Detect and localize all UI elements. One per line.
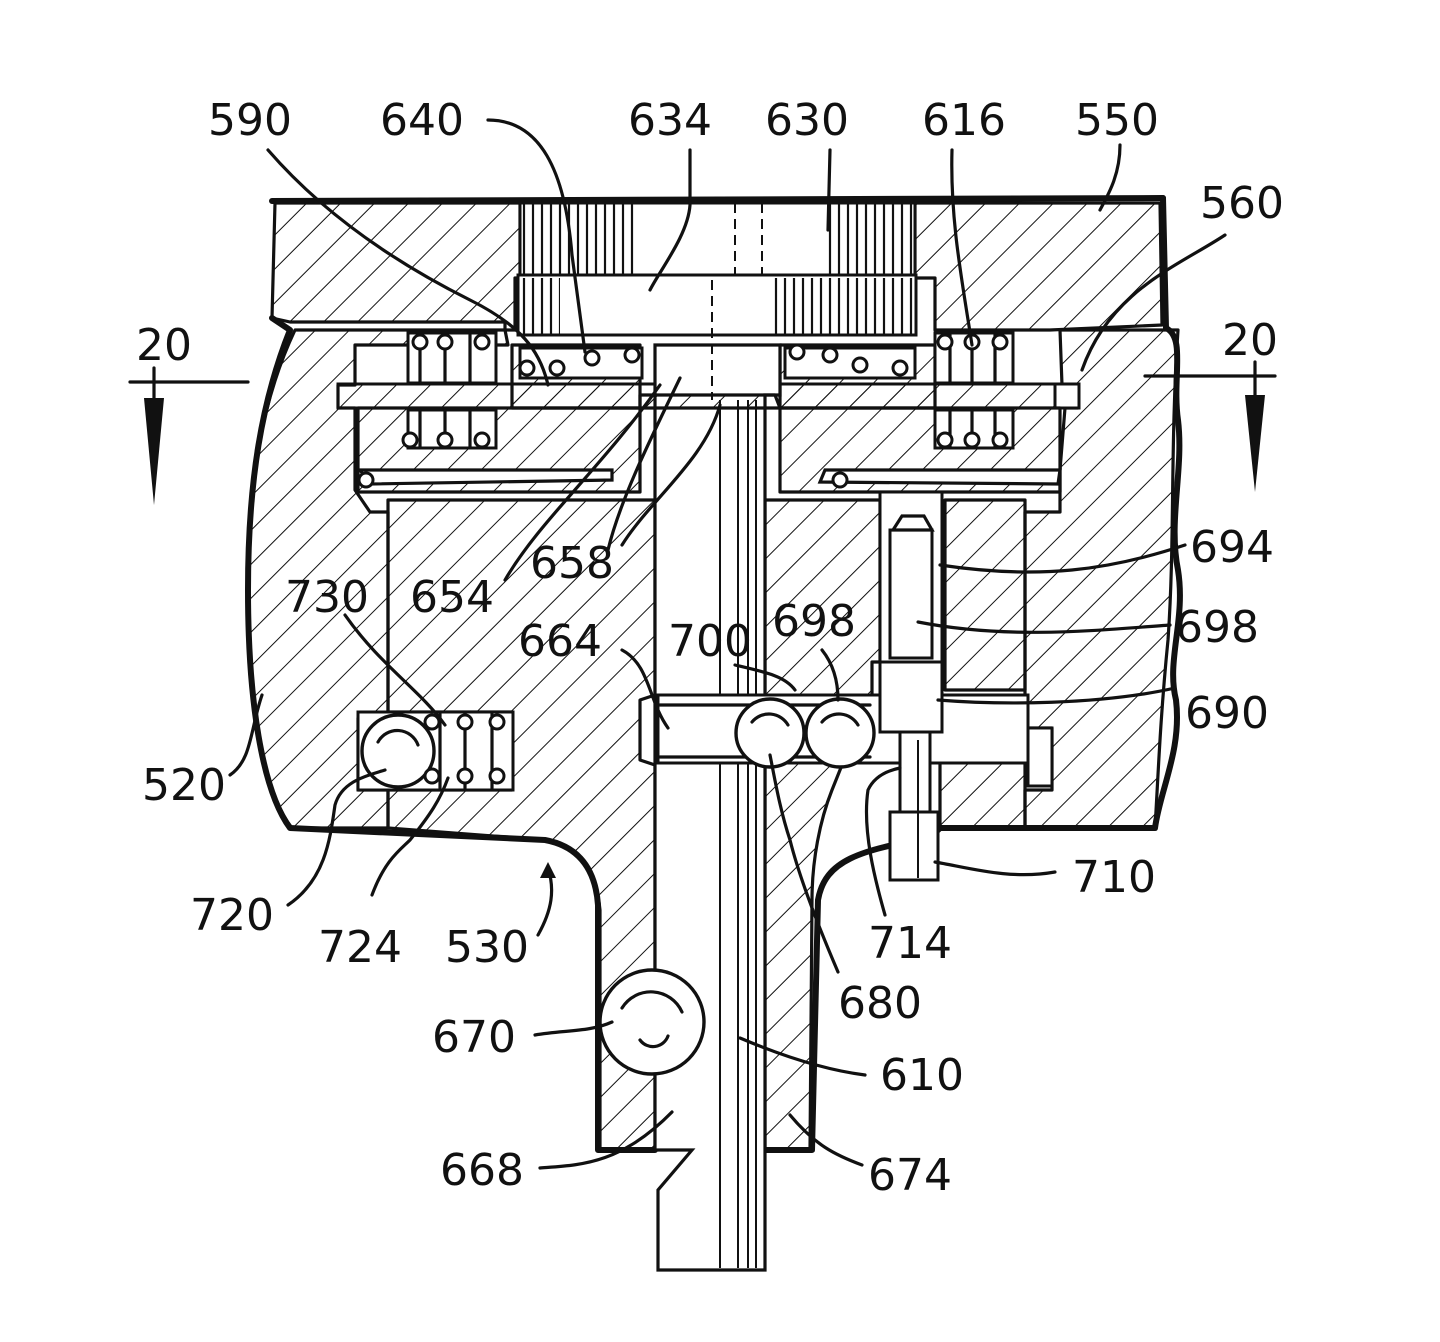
valve-694 <box>878 490 944 882</box>
pinion-634 <box>516 273 918 337</box>
label-550: 550 <box>1075 95 1159 146</box>
housing-outline-right <box>762 325 1183 1153</box>
label-698-mid: 698 <box>772 596 856 647</box>
bearing-ring-640 <box>518 343 917 380</box>
spring-coils-616 <box>401 331 1015 450</box>
label-520: 520 <box>142 760 226 811</box>
label-720: 720 <box>190 890 274 941</box>
label-724: 724 <box>318 922 402 973</box>
label-668: 668 <box>440 1145 524 1196</box>
spring-plate <box>356 468 1062 489</box>
label-20-right: 20 <box>1222 315 1278 366</box>
label-654: 654 <box>410 572 494 623</box>
section-arrow-right <box>1143 360 1277 492</box>
label-700: 700 <box>668 616 752 667</box>
label-698-right: 698 <box>1175 602 1259 653</box>
label-616: 616 <box>922 95 1006 146</box>
label-710: 710 <box>1072 852 1156 903</box>
label-680: 680 <box>838 978 922 1029</box>
label-590: 590 <box>208 95 292 146</box>
label-694: 694 <box>1190 522 1274 573</box>
ball-670 <box>598 968 706 1076</box>
label-670: 670 <box>432 1012 516 1063</box>
section-arrow-left <box>128 366 250 505</box>
label-640: 640 <box>380 95 464 146</box>
label-20-left: 20 <box>136 320 192 371</box>
leader-lines <box>228 118 1227 1170</box>
reference-numerals: 590 640 634 630 616 550 560 20 20 694 65… <box>136 95 1284 1201</box>
label-714: 714 <box>868 918 952 969</box>
sleeve-530 <box>386 498 1027 1152</box>
upper-housing-550 <box>269 195 1169 332</box>
label-730: 730 <box>285 572 369 623</box>
detent-balls-700 <box>734 697 876 769</box>
ring-gear-630 <box>518 201 917 280</box>
label-610: 610 <box>880 1050 964 1101</box>
label-664: 664 <box>518 616 602 667</box>
outer-housing-520 <box>246 328 1180 830</box>
label-674: 674 <box>868 1150 952 1201</box>
label-658: 658 <box>530 538 614 589</box>
label-530: 530 <box>445 922 529 973</box>
label-560: 560 <box>1200 178 1284 229</box>
label-630: 630 <box>765 95 849 146</box>
label-634: 634 <box>628 95 712 146</box>
label-690: 690 <box>1185 688 1269 739</box>
ball-720 <box>356 710 515 792</box>
